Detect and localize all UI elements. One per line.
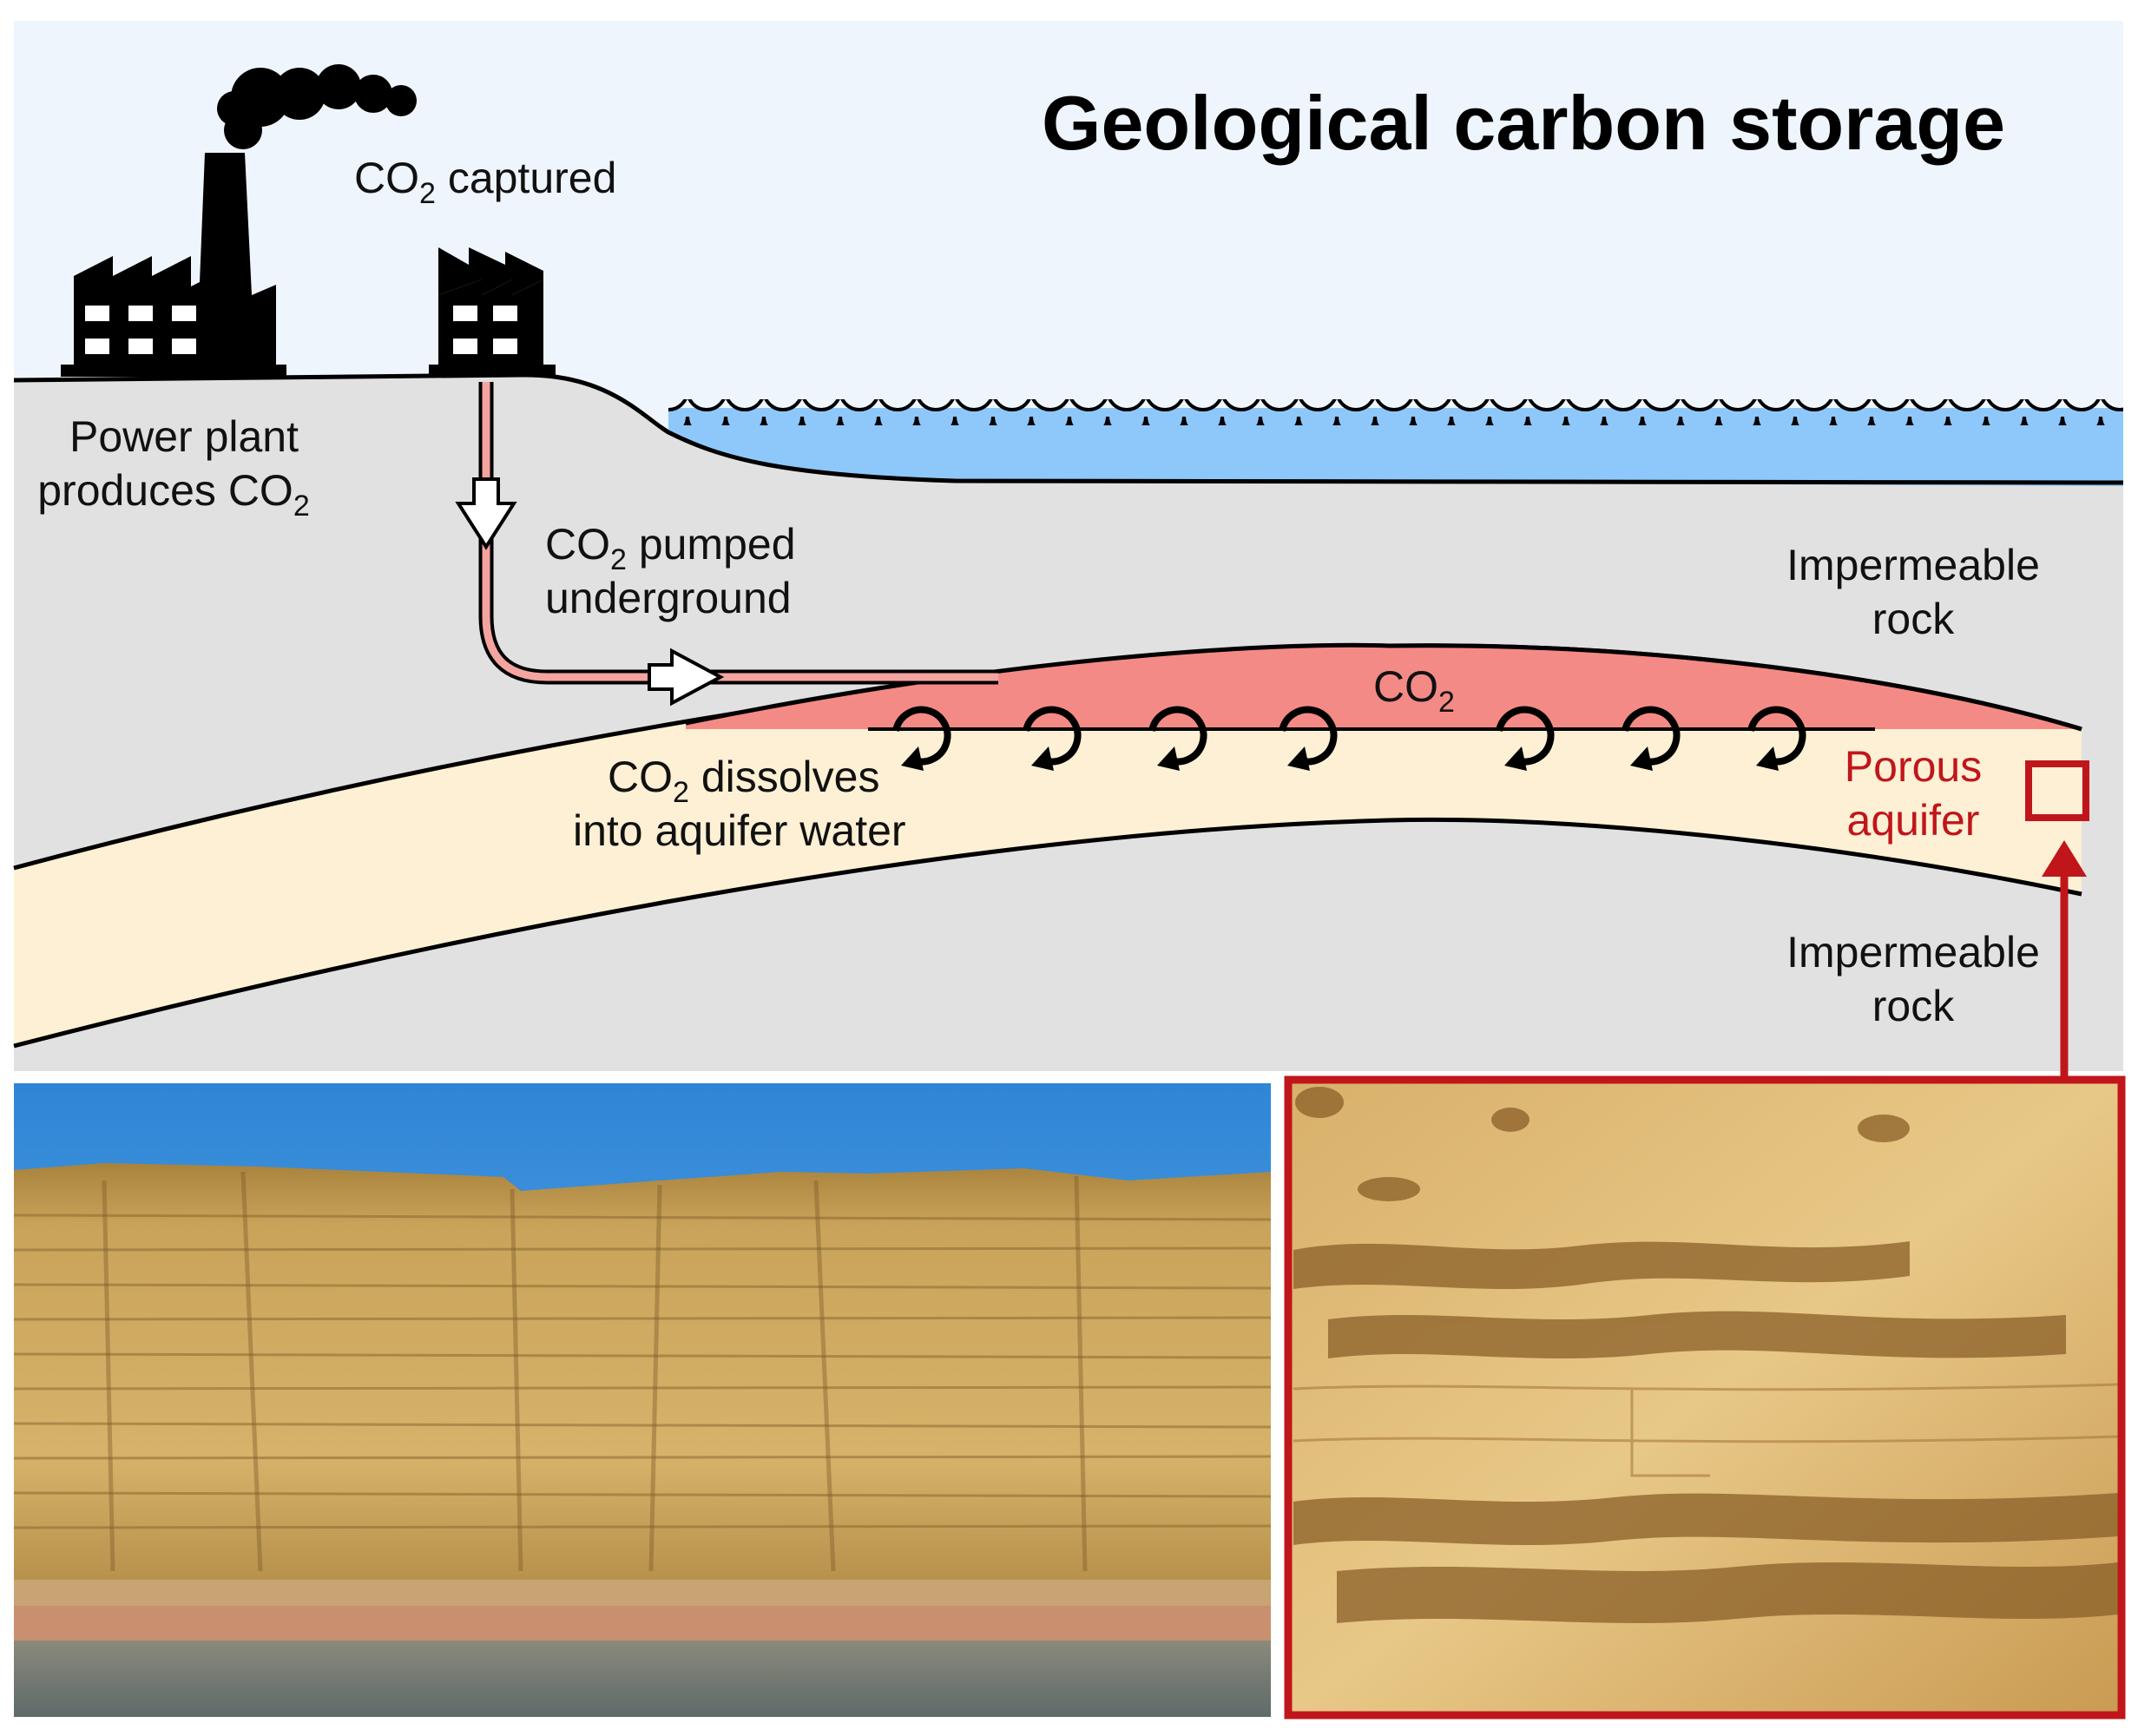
factory-with-chimney-icon bbox=[61, 153, 286, 377]
circular-arrow-icon bbox=[1279, 706, 1338, 771]
up-arrow-icon bbox=[2042, 840, 2087, 877]
circular-arrow-icon bbox=[1023, 706, 1082, 771]
ground-surface-line bbox=[13, 372, 2124, 485]
label-pumped-line1: CO2 pumped bbox=[545, 520, 796, 576]
dissolution-arrows bbox=[892, 706, 1806, 771]
zoom-square-icon bbox=[2025, 760, 2089, 821]
sea-waves bbox=[668, 399, 2123, 425]
circular-arrow-icon bbox=[1747, 706, 1806, 771]
circular-arrow-icon bbox=[1496, 706, 1555, 771]
hollow-arrow-icon bbox=[455, 477, 517, 550]
sandstone-cliff-photo bbox=[13, 1083, 1272, 1717]
circular-arrow-icon bbox=[1622, 706, 1681, 771]
closeup-frame bbox=[1284, 1075, 2126, 1720]
label-impermeable-lower-line1: Impermeable bbox=[1786, 928, 2040, 976]
label-impermeable-upper-line1: Impermeable bbox=[1786, 541, 2040, 589]
sea-water bbox=[668, 408, 2123, 486]
label-power-plant-line1: Power plant bbox=[69, 412, 299, 461]
hollow-arrow-icon bbox=[648, 648, 725, 707]
porous-sandstone-closeup-photo bbox=[1285, 1076, 2125, 1719]
label-pumped-line2: underground bbox=[545, 574, 792, 622]
label-co2-plume: CO2 bbox=[1373, 662, 1455, 719]
circular-arrow-icon bbox=[1148, 706, 1207, 771]
label-dissolves-line2: into aquifer water bbox=[573, 806, 906, 855]
porous-aquifer-layer bbox=[14, 645, 2082, 1046]
label-impermeable-upper-line2: rock bbox=[1872, 595, 1955, 643]
aquifer-bottom-line bbox=[13, 817, 2082, 1049]
capture-facility-icon bbox=[429, 247, 556, 377]
circular-arrow-icon bbox=[892, 706, 951, 771]
title: Geological carbon storage bbox=[1042, 80, 2005, 166]
label-dissolves-line1: CO2 dissolves bbox=[608, 753, 879, 809]
smoke-cloud-icon bbox=[217, 64, 417, 149]
label-power-plant-line2: produces CO2 bbox=[37, 466, 310, 523]
label-porous-line1: Porous bbox=[1845, 742, 1982, 791]
pipe-fill bbox=[482, 382, 998, 681]
label-impermeable-lower-line2: rock bbox=[1872, 982, 1955, 1030]
label-co2-captured: CO2 captured bbox=[354, 154, 616, 210]
co2-plume bbox=[686, 645, 2082, 729]
label-porous-line2: aquifer bbox=[1847, 796, 1980, 845]
